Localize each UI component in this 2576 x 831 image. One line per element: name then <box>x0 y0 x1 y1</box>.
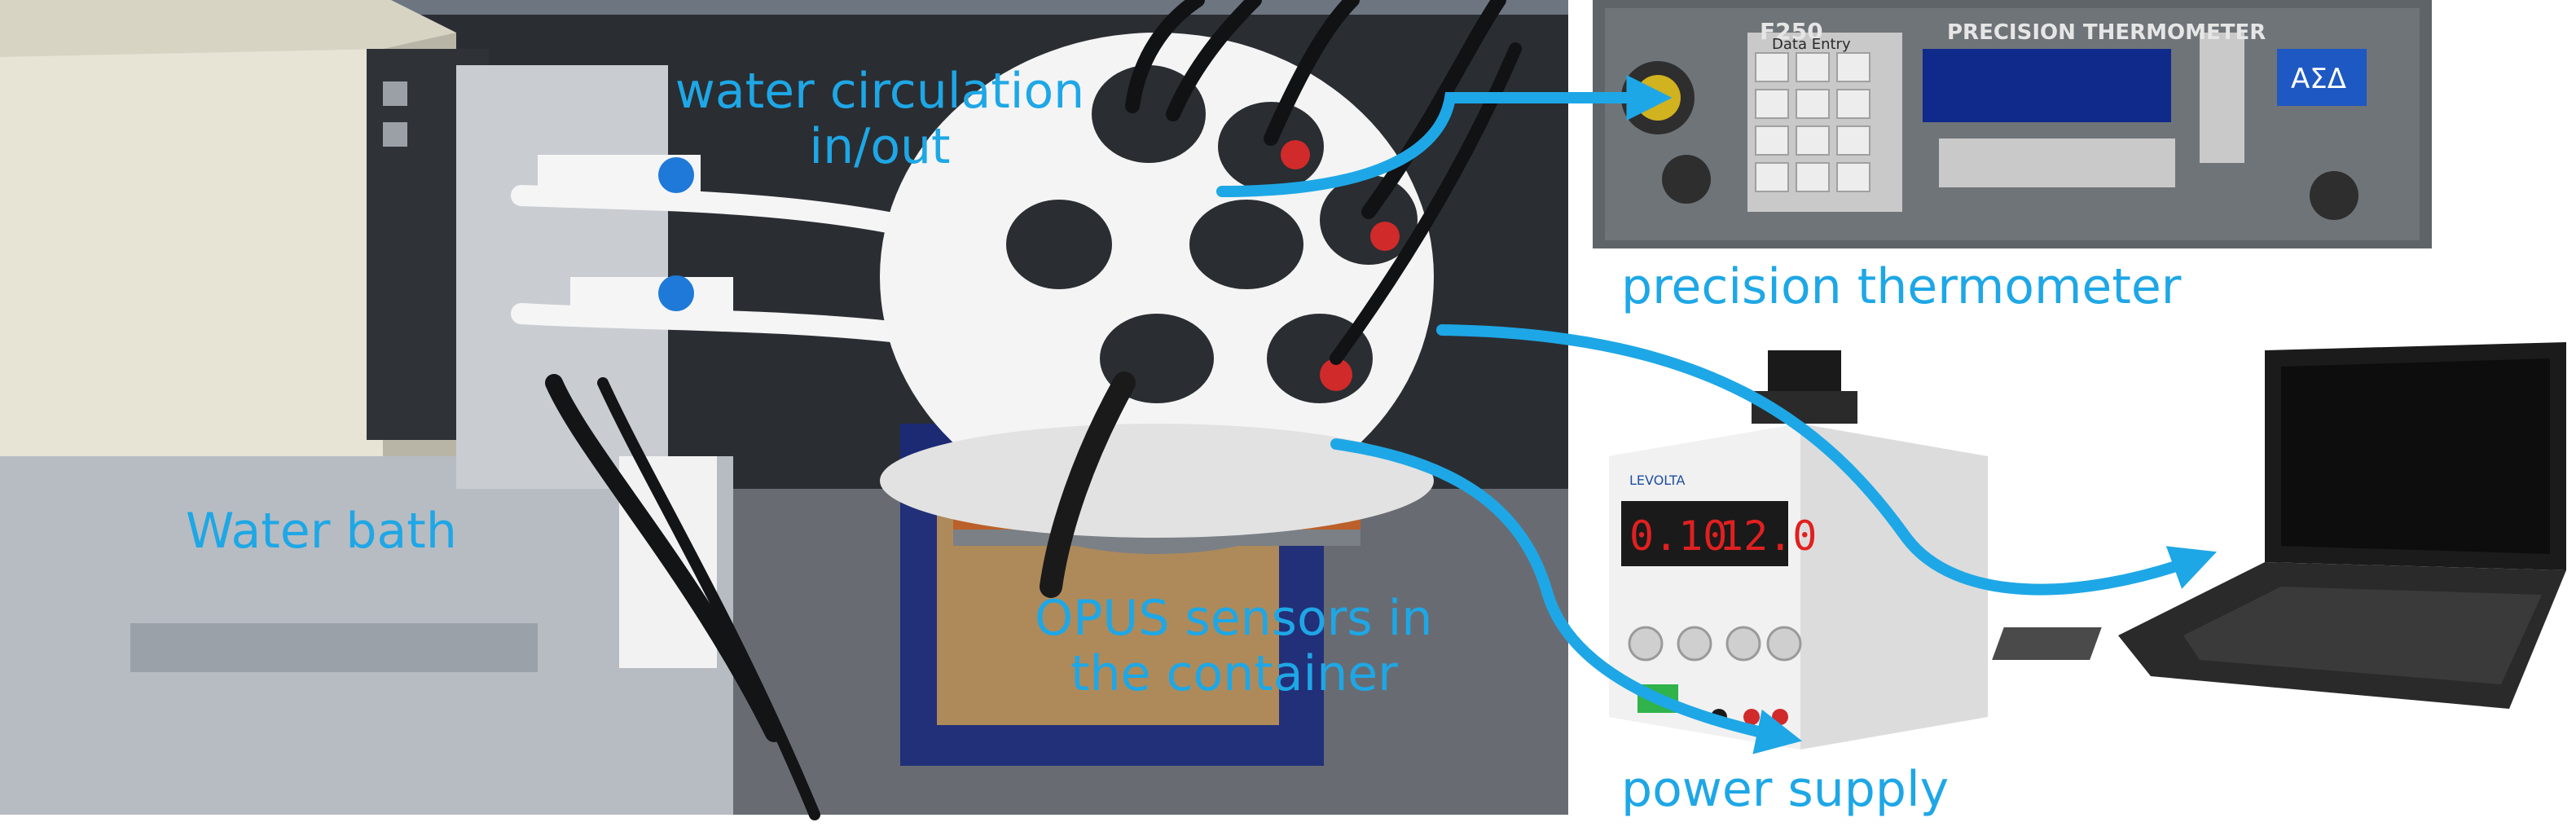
thermometer-display <box>1923 49 2171 122</box>
power-supply-brand-text: LEVOLTA <box>1629 473 1686 488</box>
sensor-container <box>880 33 1434 554</box>
label-water-circulation: water circulation in/out <box>652 64 1108 174</box>
thermometer-title-text: PRECISION THERMOMETER <box>1947 20 2266 45</box>
thermometer-model-text: F250 <box>1760 18 1823 45</box>
label-power-supply: power supply <box>1621 761 1950 818</box>
label-water-circulation-line1: water circulation <box>675 63 1085 120</box>
power-supply-voltage-readout: 12.0 <box>1719 512 1817 560</box>
thermometer-brand-badge <box>2277 49 2367 106</box>
label-opus-sensors-line1: OPUS sensors in <box>1035 590 1433 647</box>
label-water-bath: Water bath <box>186 503 457 560</box>
thermometer-keypad-title: Data Entry <box>1772 36 1851 53</box>
label-opus-sensors: OPUS sensors in the container <box>1035 591 1432 701</box>
label-precision-thermometer: precision thermometer <box>1621 258 2182 315</box>
water-bath <box>0 0 733 815</box>
thermometer-printed-text: F250 PRECISION THERMOMETER Data Entry ΑΣ… <box>1760 18 2346 95</box>
circulation-tubes <box>511 155 1216 820</box>
label-opus-sensors-line2: the container <box>1070 645 1398 702</box>
power-supply-current-readout: 0.10 <box>1629 512 1727 560</box>
thermometer-brand-text: ΑΣΔ <box>2291 63 2346 95</box>
label-water-circulation-line2: in/out <box>809 118 951 175</box>
precision-thermometer-device <box>1593 0 2432 248</box>
laptop <box>1992 342 2566 709</box>
